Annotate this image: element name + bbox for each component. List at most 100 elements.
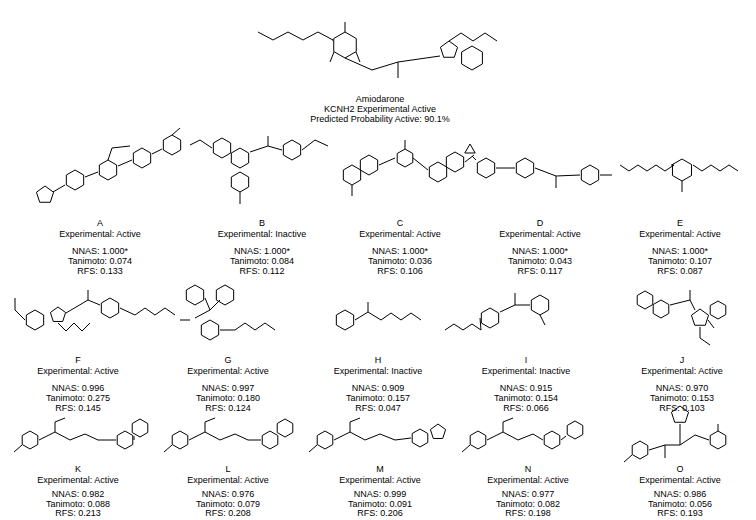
nnas-score: NNAS: 0.976 bbox=[202, 489, 255, 499]
header-text: Predicted Probability Active: 90.1% bbox=[310, 114, 450, 124]
experimental-result: Experimental: Active bbox=[499, 229, 581, 239]
experimental-result: Experimental: Active bbox=[359, 229, 441, 239]
bond-line bbox=[58, 323, 90, 331]
compound-letter: E bbox=[677, 218, 683, 228]
experimental-result: Experimental: Active bbox=[187, 475, 269, 485]
experimental-result: Experimental: Active bbox=[487, 475, 569, 485]
bond-line bbox=[556, 176, 557, 188]
tanimoto-score: Tanimoto: 0.082 bbox=[496, 499, 560, 509]
bond-line bbox=[670, 300, 695, 310]
rfs-score: RFS: 0.145 bbox=[55, 403, 101, 413]
bond-line bbox=[352, 185, 353, 196]
bond-line bbox=[355, 312, 381, 320]
header-text: KCNH2 Experimental Active bbox=[324, 104, 436, 114]
bond-line bbox=[397, 149, 413, 167]
bond-line bbox=[205, 432, 261, 440]
bond-line bbox=[446, 152, 463, 172]
bond-line bbox=[317, 431, 333, 449]
bond-line bbox=[682, 181, 683, 192]
rfs-score: RFS: 0.087 bbox=[657, 266, 703, 276]
bond-line bbox=[690, 290, 691, 300]
compound-letter: N bbox=[525, 464, 532, 474]
bond-line bbox=[277, 419, 293, 437]
experimental-result: Experimental: Active bbox=[641, 366, 723, 376]
compound-letter: J bbox=[680, 355, 685, 365]
nnas-score: NNAS: 1.000* bbox=[234, 246, 290, 256]
header-text: Amiodarone bbox=[356, 94, 405, 104]
bond-line bbox=[440, 41, 457, 57]
bond-line bbox=[118, 160, 132, 166]
nnas-score: NNAS: 0.977 bbox=[502, 489, 555, 499]
bond-line bbox=[205, 298, 220, 310]
nnas-score: NNAS: 1.000* bbox=[372, 246, 428, 256]
bond-line bbox=[653, 300, 669, 318]
experimental-result: Experimental: Active bbox=[639, 229, 721, 239]
bond-line bbox=[700, 327, 710, 345]
bond-line bbox=[231, 148, 248, 168]
bond-line bbox=[216, 285, 233, 305]
bond-line bbox=[379, 158, 395, 165]
compound-letter: I bbox=[525, 355, 528, 365]
nnas-score: NNAS: 1.000* bbox=[652, 246, 708, 256]
bond-line bbox=[334, 418, 360, 440]
bond-line bbox=[99, 160, 116, 180]
bond-line bbox=[561, 436, 566, 440]
rfs-score: RFS: 0.112 bbox=[240, 266, 285, 276]
experimental-result: Experimental: Active bbox=[187, 366, 269, 376]
bond-line bbox=[201, 320, 218, 340]
bond-line bbox=[330, 52, 334, 62]
experimental-result: Experimental: Active bbox=[37, 475, 119, 485]
bond-line bbox=[258, 32, 333, 40]
bond-line bbox=[496, 168, 515, 169]
bond-line bbox=[718, 424, 719, 431]
experimental-result: Experimental: Inactive bbox=[482, 366, 571, 376]
compound-letter: O bbox=[676, 464, 683, 474]
experimental-result: Experimental: Active bbox=[37, 366, 119, 376]
bond-line bbox=[620, 165, 674, 171]
bond-line bbox=[665, 445, 666, 458]
rfs-score: RFS: 0.133 bbox=[77, 266, 123, 276]
bond-line bbox=[55, 432, 116, 440]
bond-line bbox=[503, 432, 543, 440]
bond-line bbox=[600, 175, 612, 176]
compound-letter: H bbox=[375, 355, 382, 365]
bond-line bbox=[487, 418, 513, 440]
bond-line bbox=[637, 291, 653, 309]
nnas-score: NNAS: 0.909 bbox=[352, 383, 405, 393]
tanimoto-score: Tanimoto: 0.079 bbox=[196, 499, 260, 509]
bond-line bbox=[544, 431, 560, 449]
bond-line bbox=[398, 62, 399, 78]
bond-line bbox=[15, 298, 25, 320]
compound-letter: L bbox=[225, 464, 230, 474]
experimental-result: Experimental: Inactive bbox=[218, 229, 307, 239]
bond-line bbox=[481, 308, 498, 328]
nnas-score: NNAS: 0.970 bbox=[656, 383, 709, 393]
bond-line bbox=[66, 170, 83, 190]
bond-line bbox=[186, 285, 203, 305]
bond-line bbox=[567, 421, 583, 439]
bond-line bbox=[462, 46, 483, 70]
rfs-score: RFS: 0.193 bbox=[657, 508, 703, 518]
experimental-result: Experimental: Active bbox=[59, 229, 141, 239]
rfs-score: RFS: 0.208 bbox=[205, 508, 251, 518]
bond-line bbox=[413, 158, 428, 170]
nnas-score: NNAS: 0.997 bbox=[202, 383, 255, 393]
bond-line bbox=[133, 148, 150, 168]
nnas-score: NNAS: 0.915 bbox=[500, 383, 553, 393]
bond-line bbox=[88, 290, 89, 300]
tanimoto-score: Tanimoto: 0.043 bbox=[508, 256, 572, 266]
bond-line bbox=[515, 293, 516, 305]
compound-letter: M bbox=[376, 464, 384, 474]
bond-line bbox=[710, 431, 726, 449]
bond-line bbox=[680, 424, 681, 445]
bond-line bbox=[531, 295, 548, 315]
bond-line bbox=[36, 186, 53, 202]
compound-letter: D bbox=[537, 218, 544, 228]
bond-line bbox=[470, 431, 486, 449]
nnas-score: NNAS: 1.000* bbox=[512, 246, 568, 256]
bond-line bbox=[632, 441, 648, 459]
bond-line bbox=[672, 159, 691, 181]
bond-line bbox=[26, 310, 43, 330]
experimental-result: Experimental: Active bbox=[339, 475, 421, 485]
bond-line bbox=[350, 432, 411, 440]
